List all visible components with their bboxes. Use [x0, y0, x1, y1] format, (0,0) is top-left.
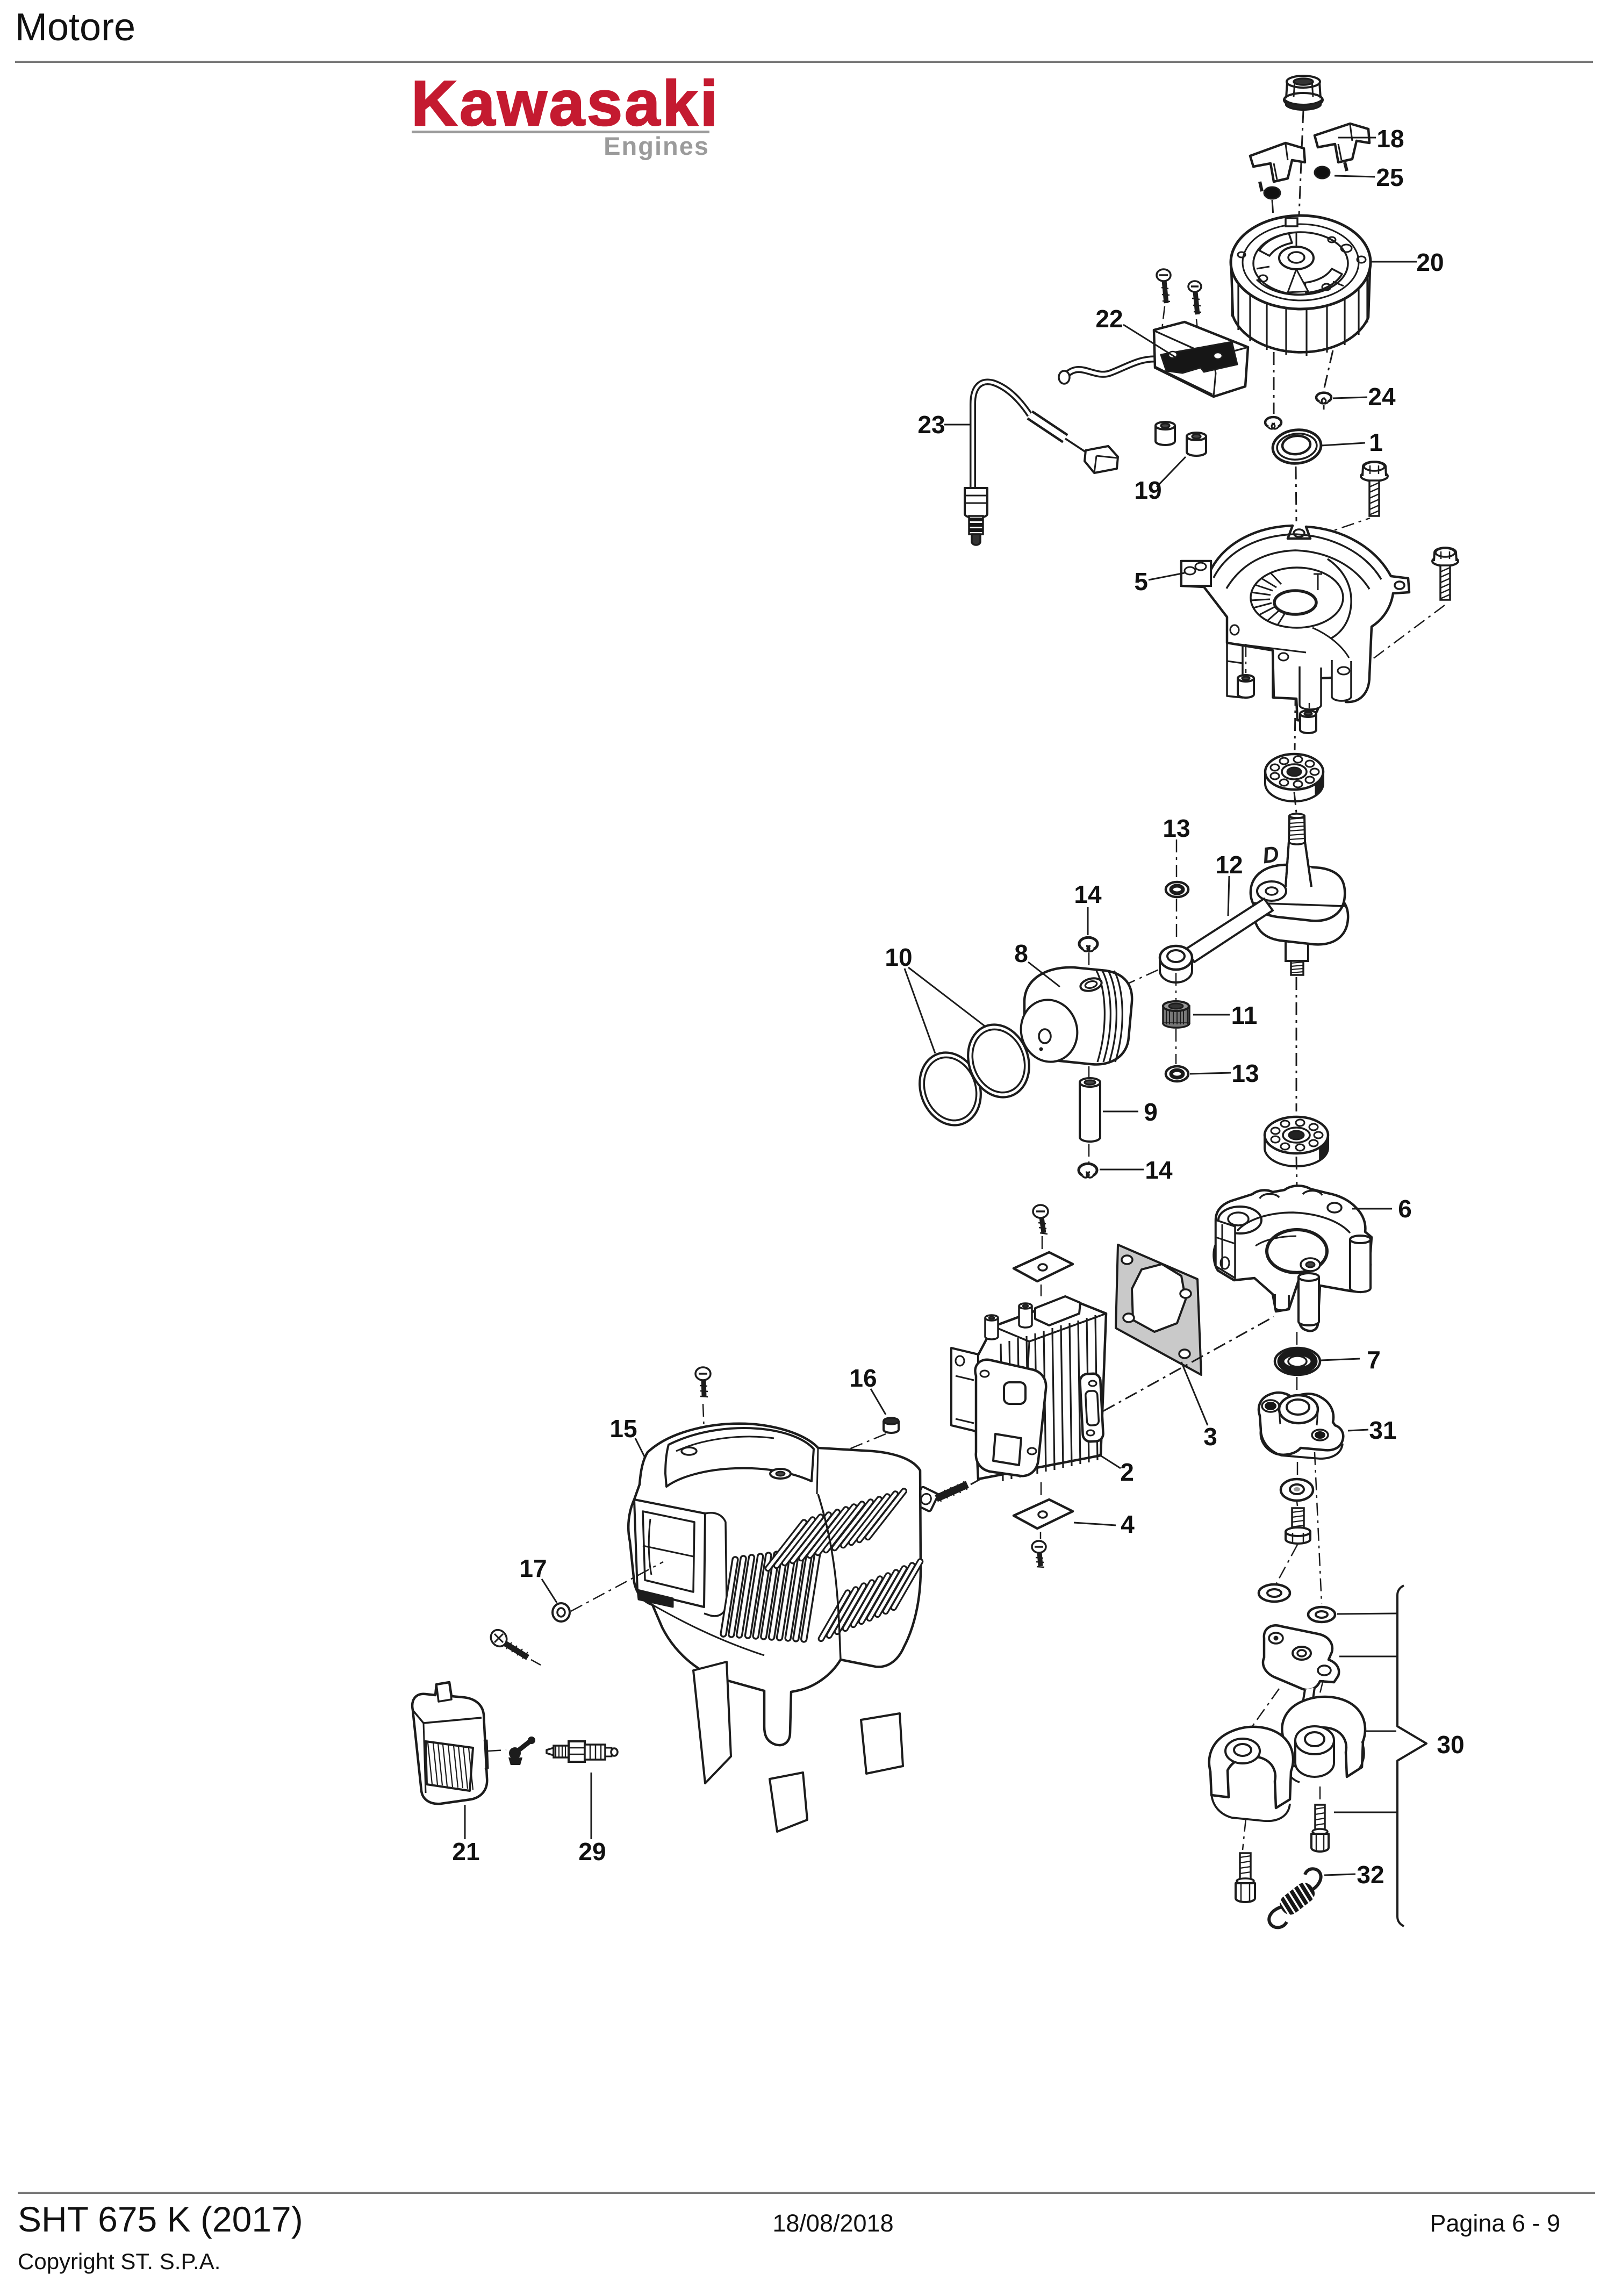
svg-text:25: 25 — [1376, 163, 1403, 191]
svg-text:18: 18 — [1376, 125, 1404, 153]
svg-text:3: 3 — [1203, 1423, 1217, 1451]
svg-text:30: 30 — [1437, 1731, 1464, 1759]
svg-text:4: 4 — [1121, 1510, 1135, 1538]
svg-text:29: 29 — [578, 1838, 606, 1866]
svg-text:2: 2 — [1120, 1458, 1134, 1486]
svg-text:20: 20 — [1416, 248, 1444, 276]
svg-text:32: 32 — [1357, 1861, 1384, 1889]
svg-text:8: 8 — [1014, 939, 1028, 967]
svg-text:13: 13 — [1163, 814, 1190, 842]
svg-text:15: 15 — [609, 1415, 637, 1443]
svg-text:9: 9 — [1144, 1098, 1158, 1126]
svg-text:6: 6 — [1398, 1195, 1412, 1223]
svg-text:14: 14 — [1074, 880, 1102, 908]
svg-text:7: 7 — [1367, 1346, 1381, 1374]
svg-text:1: 1 — [1369, 428, 1383, 456]
svg-text:23: 23 — [917, 411, 945, 439]
svg-text:11: 11 — [1231, 1001, 1258, 1029]
svg-text:14: 14 — [1145, 1156, 1173, 1184]
svg-text:5: 5 — [1134, 568, 1148, 595]
svg-text:10: 10 — [885, 943, 912, 971]
svg-text:31: 31 — [1369, 1416, 1396, 1444]
svg-text:16: 16 — [849, 1364, 877, 1392]
svg-text:22: 22 — [1095, 305, 1123, 333]
svg-text:13: 13 — [1231, 1059, 1259, 1087]
svg-text:24: 24 — [1368, 383, 1396, 411]
svg-text:19: 19 — [1134, 476, 1161, 504]
svg-text:17: 17 — [519, 1554, 547, 1582]
svg-text:12: 12 — [1215, 851, 1243, 879]
svg-text:D: D — [1261, 841, 1281, 869]
svg-text:21: 21 — [452, 1838, 479, 1866]
